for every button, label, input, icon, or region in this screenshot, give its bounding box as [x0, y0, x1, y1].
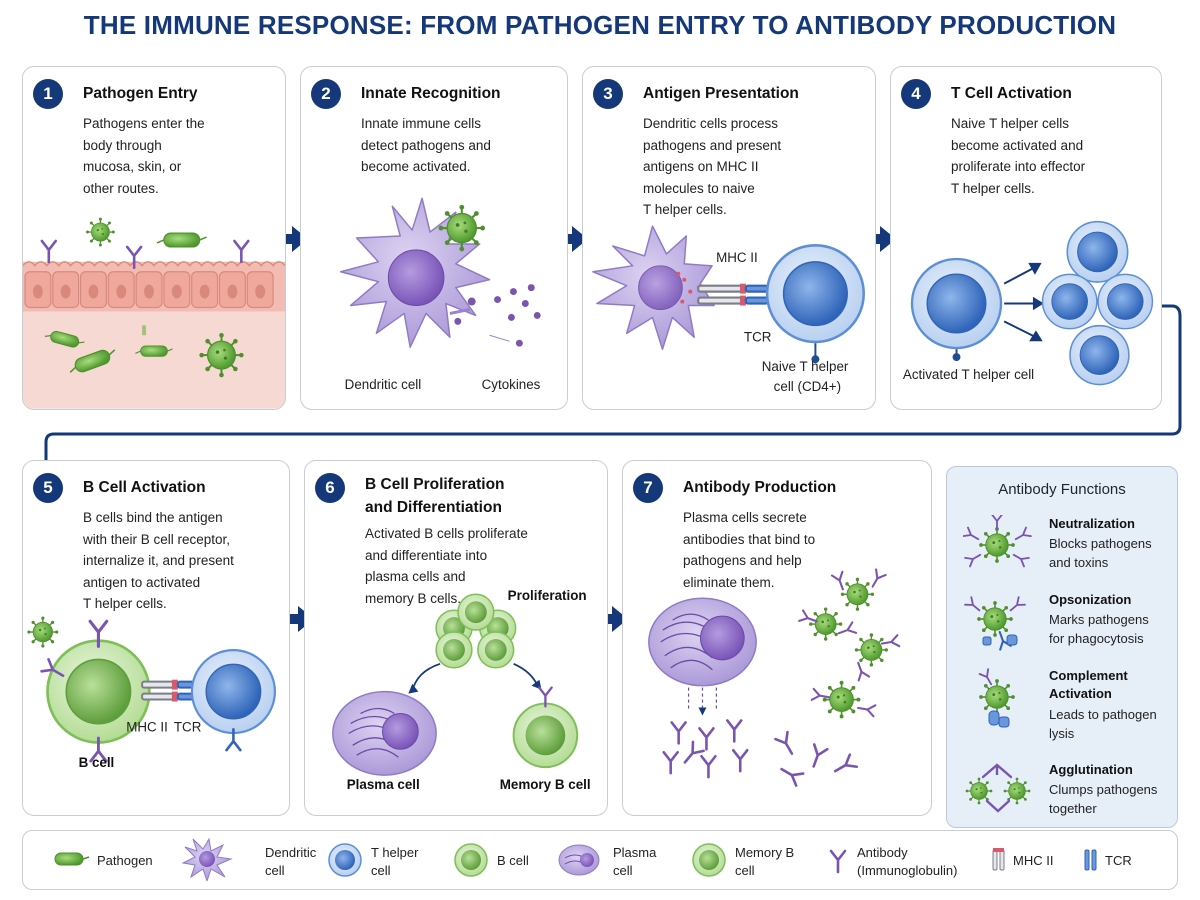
step-description: Pathogens enter the body through mucosa,…	[83, 116, 205, 196]
mhc-ii-label: MHC II	[716, 250, 758, 265]
tcr-icon	[1084, 849, 1097, 871]
step-1-panel: 1 Pathogen Entry Pathogens enter the bod…	[22, 66, 286, 410]
proliferation-label: Proliferation	[508, 588, 587, 603]
t-helper-cell-icon	[328, 843, 362, 877]
step-title: Antigen Presentation	[643, 85, 799, 102]
step-title: B Cell Proliferation and Differentiation	[365, 476, 505, 516]
step-description: Activated B cells proliferate and differ…	[365, 526, 528, 606]
legend-tcr: TCR	[1081, 831, 1161, 889]
function-name: Opsonization	[1049, 592, 1132, 607]
diagram-title: THE IMMUNE RESPONSE: FROM PATHOGEN ENTRY…	[83, 10, 1117, 40]
step-4-panel: 4 T Cell Activation Naive T helper cells…	[890, 66, 1162, 410]
memory-b-cell-label: Memory B cell	[500, 777, 591, 792]
function-complement-activation: Complement Activation Leads to pathogen …	[947, 667, 1177, 747]
step-6-panel: 6 B Cell Proliferation and Differentiati…	[304, 460, 608, 816]
dendritic-cell-icon	[181, 837, 233, 881]
antibody-functions-panel: Antibody Functions Neutralization Blocks…	[946, 466, 1178, 828]
dendritic-cell-label: Dendritic cell	[345, 377, 422, 392]
function-name: Complement Activation	[1049, 668, 1128, 701]
step-number: 1	[33, 79, 63, 109]
step-number: 4	[901, 79, 931, 109]
plasma-cell-label: Plasma cell	[347, 777, 420, 792]
step-2-panel: 2 Innate Recognition Innate immune cells…	[300, 66, 568, 410]
pathogen-icon	[54, 852, 90, 866]
b-cell-icon	[454, 843, 488, 877]
legend-memory-b-cell: Memory B cell	[689, 831, 819, 889]
legend-label: Antibody (Immunoglobulin)	[857, 845, 958, 878]
legend-antibody: Antibody (Immunoglobulin)	[823, 831, 973, 889]
step-title: T Cell Activation	[951, 85, 1072, 102]
antibody-icon	[829, 849, 847, 874]
antibody-production-illustration	[648, 568, 901, 787]
legend-label: Dendritic cell	[265, 845, 317, 878]
step-number: 7	[633, 473, 663, 503]
step-description: Innate immune cells detect pathogens and…	[361, 116, 491, 174]
legend-label: Memory B cell	[735, 845, 795, 878]
legend: Pathogen Dendritic cell T helper cell B …	[22, 830, 1178, 890]
function-name: Agglutination	[1049, 762, 1133, 777]
step-title: B Cell Activation	[83, 479, 206, 496]
legend-dendritic-cell: Dendritic cell	[179, 831, 319, 889]
legend-label: B cell	[497, 853, 529, 868]
cytokines-label: Cytokines	[482, 377, 541, 392]
plasma-cell-icon	[558, 844, 600, 876]
legend-label: Plasma cell	[613, 845, 657, 878]
antibody-functions-title: Antibody Functions	[998, 481, 1126, 498]
step-number: 2	[311, 79, 341, 109]
t-cell-activation-illustration: Activated T helper cell	[903, 220, 1154, 386]
neutralization-icon	[963, 515, 1032, 568]
step-5-panel: 5 B Cell Activation B cells bind the ant…	[22, 460, 290, 816]
legend-label: MHC II	[1013, 853, 1054, 868]
step-number: 3	[593, 79, 623, 109]
legend-plasma-cell: Plasma cell	[555, 831, 685, 889]
legend-label: Pathogen	[97, 853, 153, 868]
memory-b-cell-icon	[692, 843, 726, 877]
innate-recognition-illustration: Dendritic cell Cytokines	[339, 197, 541, 392]
legend-t-helper-cell: T helper cell	[325, 831, 455, 889]
b-cell-label: B cell	[79, 755, 115, 770]
step-description: Dendritic cells process pathogens and pr…	[643, 116, 782, 217]
function-agglutination: Agglutination Clumps pathogens together	[947, 761, 1177, 841]
legend-b-cell: B cell	[451, 831, 561, 889]
legend-mhc-ii: MHC II	[989, 831, 1069, 889]
tcr-label: TCR	[744, 329, 772, 344]
function-name: Neutralization	[1049, 516, 1135, 531]
pathogen-entry-illustration	[23, 217, 285, 409]
activated-t-helper-label: Activated T helper cell	[903, 367, 1034, 382]
step-number: 6	[315, 473, 345, 503]
mhc-ii-label: MHC II	[126, 719, 168, 734]
function-description: Clumps pathogens together	[1049, 782, 1158, 816]
naive-t-helper-label-line2: cell (CD4+)	[774, 379, 841, 394]
step-7-panel: 7 Antibody Production Plasma cells secre…	[622, 460, 932, 816]
function-description: Leads to pathogen lysis	[1049, 707, 1157, 741]
antigen-presentation-illustration: MHC II TCR Naive T helper cell (CD4+)	[592, 225, 865, 394]
step-3-panel: 3 Antigen Presentation Dendritic cells p…	[582, 66, 876, 410]
tcr-label: TCR	[174, 719, 202, 734]
step-title: Antibody Production	[683, 479, 837, 496]
mhc-ii-icon	[992, 848, 1005, 871]
legend-pathogen: Pathogen	[49, 831, 189, 889]
b-cell-proliferation-illustration: Proliferation Plasma cell Memory B cell	[332, 588, 591, 792]
function-neutralization: Neutralization Blocks pathogens and toxi…	[947, 515, 1177, 595]
step-description: Naive T helper cells become activated an…	[951, 116, 1086, 196]
complement-activation-icon	[978, 668, 1016, 728]
function-description: Marks pathogens for phagocytosis	[1049, 612, 1149, 646]
step-title: Innate Recognition	[361, 85, 501, 102]
step-description: Plasma cells secrete antibodies that bin…	[683, 510, 816, 590]
step-description: B cells bind the antigen with their B ce…	[83, 510, 234, 611]
function-opsonization: Opsonization Marks pathogens for phagocy…	[947, 591, 1177, 671]
function-description: Blocks pathogens and toxins	[1049, 536, 1152, 570]
step-number: 5	[33, 473, 63, 503]
step-title: Pathogen Entry	[83, 85, 198, 102]
b-cell-activation-illustration: MHC II TCR B cell	[26, 615, 276, 770]
agglutination-icon	[965, 763, 1031, 813]
naive-t-helper-label: Naive T helper	[762, 359, 849, 374]
legend-label: T helper cell	[371, 845, 419, 878]
opsonization-icon	[964, 596, 1026, 651]
legend-label: TCR	[1105, 853, 1132, 868]
